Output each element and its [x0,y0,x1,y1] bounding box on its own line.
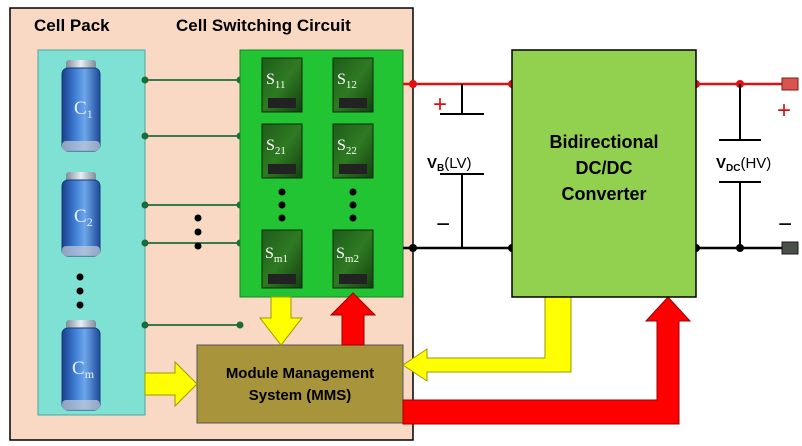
converter-label-line2: DC/DC [576,158,633,178]
cell-1: C1 [62,60,100,151]
middle-vertical-ellipsis [195,215,202,250]
switch-vertical-ellipsis-left [279,189,286,222]
switch-s22: S22 [333,124,373,178]
positive-output-terminal [782,78,798,90]
cell-vertical-ellipsis [77,274,84,309]
converter-label-line1: Bidirectional [549,132,658,152]
cell-pack-title: Cell Pack [34,16,110,35]
vdc-label: VDC(HV) [716,155,771,174]
hv-plus-sign: + [777,97,791,124]
lv-plus-sign: + [433,91,447,118]
converter-to-mms-arrow [403,297,571,381]
switch-s12: S12 [333,58,373,112]
switch-sm2: Sm2 [333,230,373,288]
mms-label-line2: System (MMS) [249,387,352,404]
negative-output-terminal [782,242,798,254]
mms-label-line1: Module Management [226,365,374,382]
switch-vertical-ellipsis-right [350,189,357,222]
hv-minus-sign: − [778,211,792,238]
cell-2: C2 [62,172,100,256]
converter-label-line3: Converter [561,184,646,204]
mms-box [197,345,403,423]
switch-sm1: Sm1 [262,230,302,288]
lv-minus-sign: − [436,211,450,238]
vb-label: VB(LV) [427,155,471,174]
switch-s11: S11 [262,58,302,112]
cell-m: Cm [62,320,100,410]
switch-s21: S21 [262,124,302,178]
switching-circuit-title: Cell Switching Circuit [176,16,351,35]
